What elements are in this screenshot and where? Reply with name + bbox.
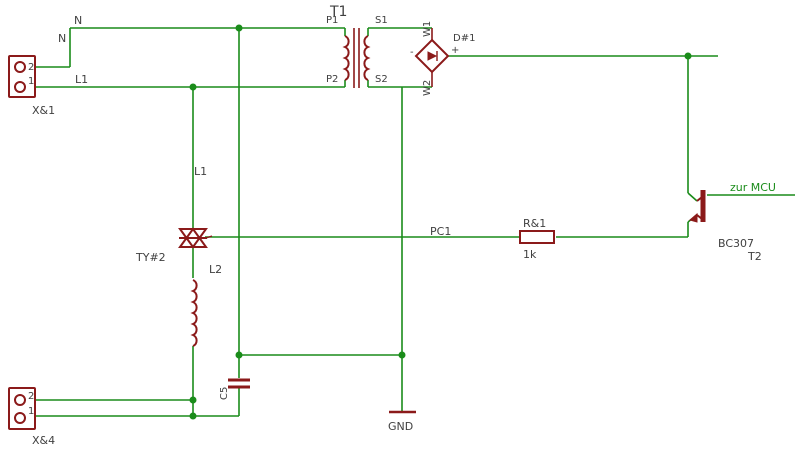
resistor-r1: R&1 1k bbox=[519, 217, 555, 261]
gnd-label: GND bbox=[388, 420, 413, 433]
connector-x4: 2 1 X&4 bbox=[8, 387, 55, 447]
net-label-zur-mcu: zur MCU bbox=[730, 181, 776, 194]
net-label-n-top: N bbox=[74, 14, 82, 27]
pin-1-label: 1 bbox=[28, 406, 34, 417]
pin-1-label: 1 bbox=[28, 76, 34, 87]
plus-label: + bbox=[451, 45, 459, 56]
p2-label: P2 bbox=[326, 74, 338, 85]
connector-x1-label: X&1 bbox=[32, 104, 55, 117]
transformer-t1: T1 P1 P2 S1 S2 bbox=[326, 4, 388, 88]
transistor-t2: BC307 T2 bbox=[688, 190, 762, 263]
inductor-l2 bbox=[190, 279, 198, 347]
thyristor-label: TY#2 bbox=[135, 251, 166, 264]
diode-bridge-label: D#1 bbox=[453, 33, 475, 44]
p1-label: P1 bbox=[326, 15, 338, 26]
connector-x1: 2 1 X&1 bbox=[8, 55, 55, 117]
s1-label: S1 bbox=[375, 15, 388, 26]
transistor-type-label: BC307 bbox=[718, 237, 754, 250]
thyristor-ty2: TY#2 bbox=[135, 227, 213, 264]
net-label-pc1: PC1 bbox=[430, 225, 451, 238]
capacitor-label: C5 bbox=[219, 387, 230, 400]
net-label-l2: L2 bbox=[209, 263, 222, 276]
w1-label: W1 bbox=[422, 21, 433, 37]
w2-label: W2 bbox=[422, 80, 433, 96]
net-label-n: N bbox=[58, 32, 66, 45]
pin-2-label: 2 bbox=[28, 62, 34, 73]
s2-label: S2 bbox=[375, 74, 388, 85]
ground-symbol: GND bbox=[388, 410, 416, 433]
connector-x4-label: X&4 bbox=[32, 434, 55, 447]
junctions bbox=[189, 24, 692, 420]
transformer-label: T1 bbox=[329, 4, 347, 20]
minus-label: - bbox=[410, 47, 414, 58]
resistor-label: R&1 bbox=[523, 217, 546, 230]
capacitor-c5: C5 bbox=[219, 378, 250, 400]
net-label-l1-vertical: L1 bbox=[194, 165, 207, 178]
wires bbox=[35, 27, 795, 417]
transistor-name-label: T2 bbox=[747, 250, 762, 263]
diode-bridge: D#1 - + W1 W2 bbox=[410, 21, 475, 96]
pin-2-label: 2 bbox=[28, 391, 34, 402]
net-label-l1: L1 bbox=[75, 73, 88, 86]
resistor-value: 1k bbox=[523, 248, 537, 261]
